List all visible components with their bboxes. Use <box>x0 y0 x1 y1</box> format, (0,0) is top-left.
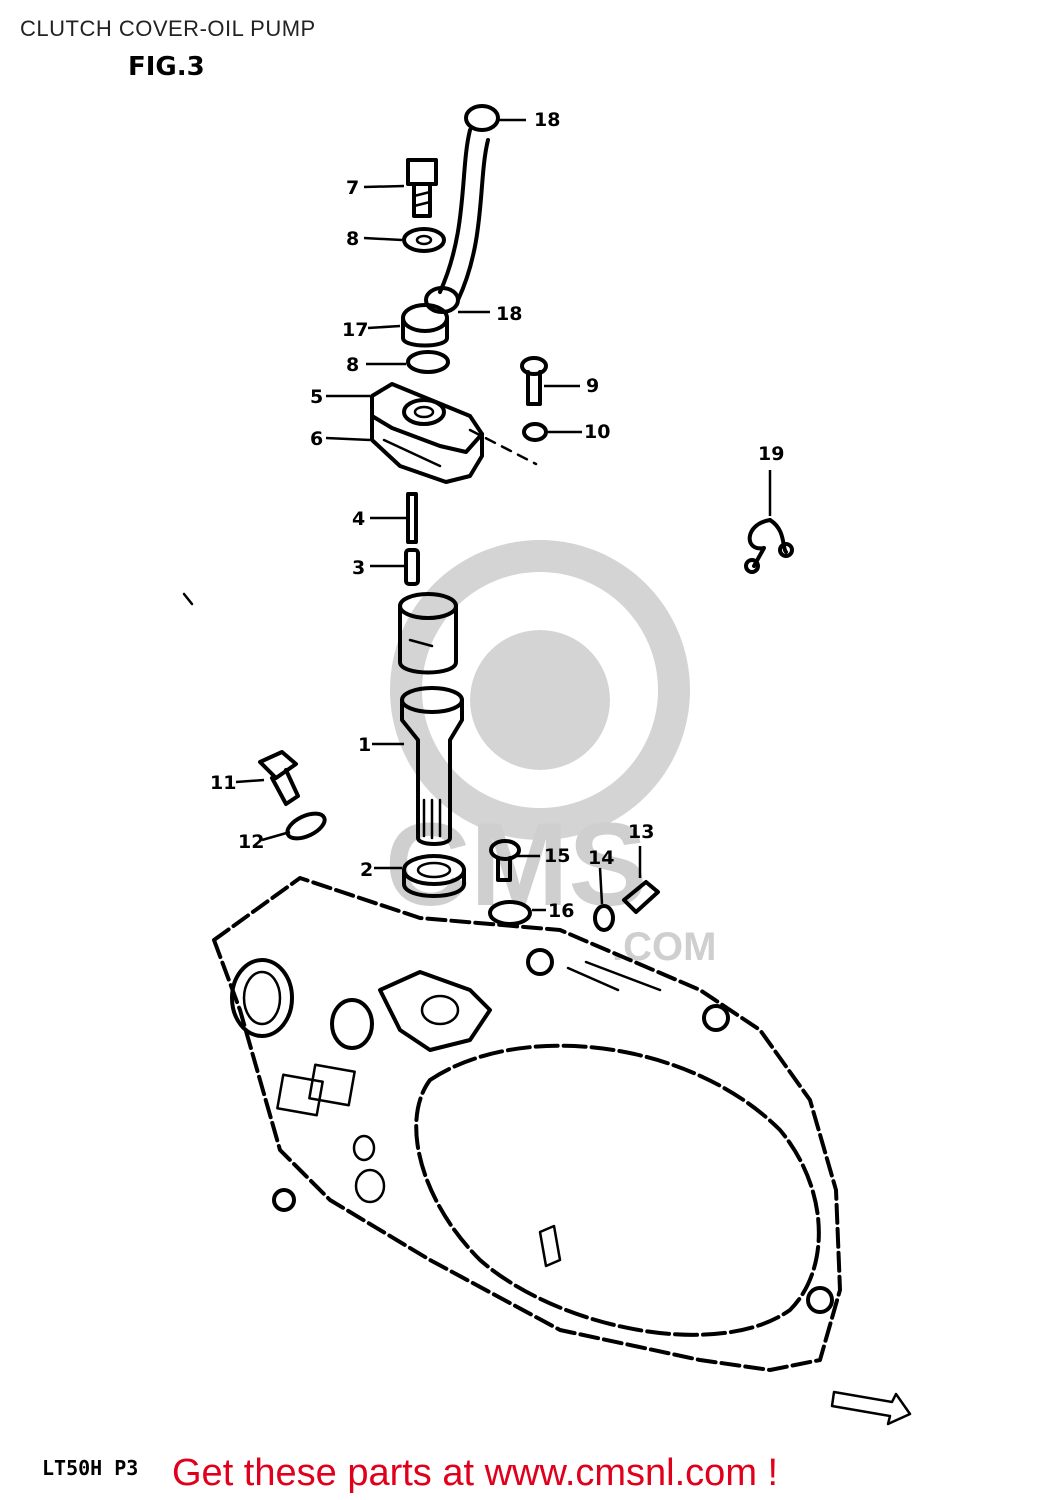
hose-clamp-upper <box>464 104 500 132</box>
oil-hose <box>424 104 500 314</box>
callout-12: 12 <box>238 831 264 853</box>
callout-8-upper: 8 <box>346 228 359 250</box>
hose-clip <box>744 518 794 574</box>
cover-bolt <box>258 750 300 806</box>
leader-lines <box>235 118 772 912</box>
callout-10: 10 <box>584 421 610 443</box>
cover-screw <box>489 839 521 882</box>
clutch-cover-dome <box>414 1043 821 1337</box>
pump-screw <box>520 356 548 406</box>
fwd-arrow <box>830 1390 912 1426</box>
page-title: CLUTCH COVER-OIL PUMP <box>20 16 316 41</box>
callout-17: 17 <box>342 319 368 341</box>
callout-2: 2 <box>360 859 373 881</box>
callout-6: 6 <box>310 428 323 450</box>
o-ring <box>593 904 615 932</box>
callout-15: 15 <box>544 845 570 867</box>
callout-4: 4 <box>352 508 365 530</box>
callout-13: 13 <box>628 821 654 843</box>
hose-union <box>401 303 449 348</box>
watermark-url-text: .COM <box>612 925 716 969</box>
callout-7: 7 <box>346 177 359 199</box>
pump-seat <box>378 970 492 1052</box>
dowel-pin <box>622 880 660 914</box>
callout-16: 16 <box>548 900 574 922</box>
callout-1: 1 <box>358 734 371 756</box>
callout-8-lower: 8 <box>346 354 359 376</box>
figure-label: FIG.3 <box>128 52 205 82</box>
callout-18-upper: 18 <box>534 109 560 131</box>
parts-link-banner[interactable]: Get these parts at www.cmsnl.com ! <box>172 1452 779 1494</box>
model-code: LT50H P3 <box>42 1456 139 1480</box>
banjo-bolt <box>406 158 438 218</box>
stray-mark <box>182 592 194 606</box>
callout-9: 9 <box>586 375 599 397</box>
callout-3: 3 <box>352 557 365 579</box>
washer-lower <box>406 350 450 374</box>
callout-11: 11 <box>210 772 236 794</box>
pump-washer <box>522 422 548 442</box>
pump-pin-short <box>404 548 420 586</box>
cover-boss <box>230 958 294 1038</box>
oil-seal <box>402 854 466 898</box>
watermark-logo-text: CMS <box>385 799 647 931</box>
callout-18-lower: 18 <box>496 303 522 325</box>
pump-cover <box>370 382 538 484</box>
clutch-cover <box>212 876 842 1372</box>
callout-5: 5 <box>310 386 323 408</box>
pump-shaft <box>400 686 464 846</box>
washer-upper <box>402 227 446 253</box>
callout-19: 19 <box>758 443 784 465</box>
pump-pin-long <box>406 492 418 544</box>
callout-14: 14 <box>588 847 614 869</box>
pump-rotor <box>398 592 458 675</box>
cover-washer <box>285 811 327 841</box>
cms-watermark: CMS .COM <box>385 540 716 969</box>
